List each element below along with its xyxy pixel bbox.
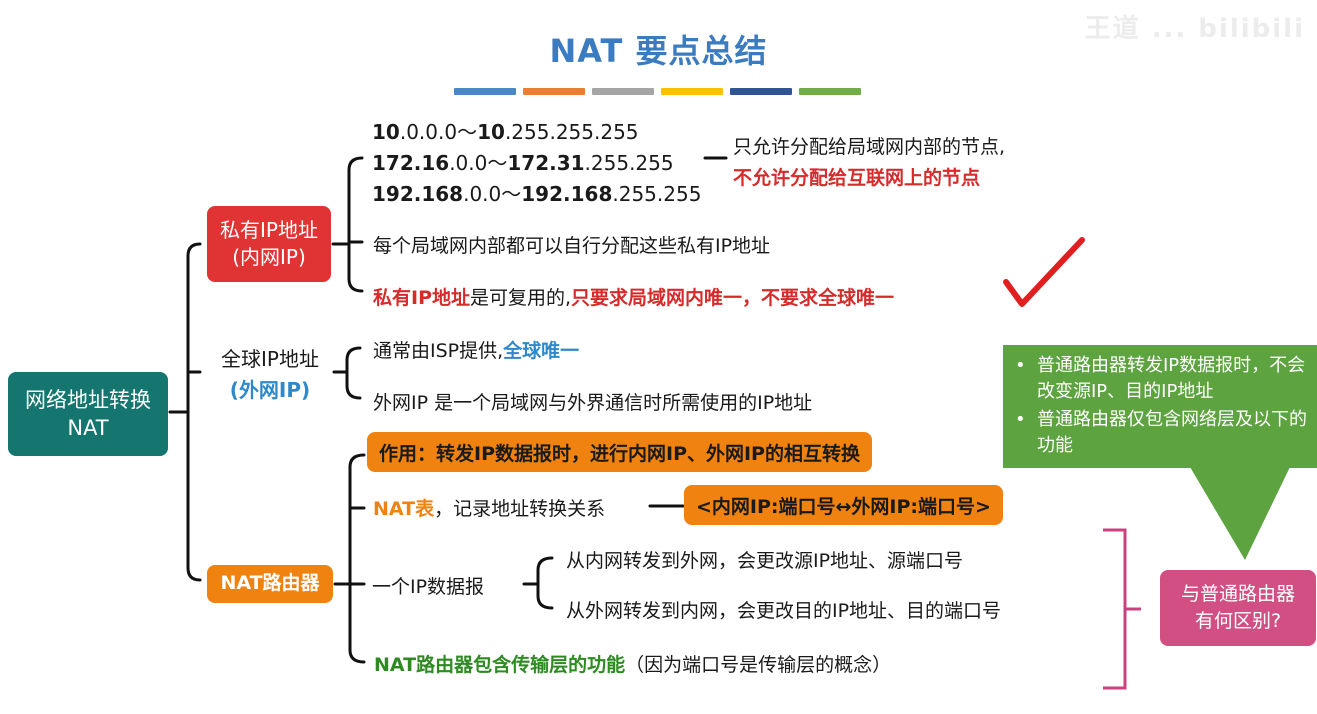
range-note-2: 不允许分配给互联网上的节点 bbox=[733, 167, 981, 189]
color-bar-1 bbox=[454, 88, 516, 95]
global-ip-node: 全球IP地址 (外网IP) bbox=[200, 344, 340, 406]
pink-bracket bbox=[1103, 528, 1141, 690]
callout-bullet-2: 普通路由器仅包含网络层及以下的功能 bbox=[1015, 407, 1313, 459]
question-line-1: 与普通路由器 bbox=[1180, 583, 1295, 606]
datagram-in: 从外网转发到内网，会更改目的IP地址、目的端口号 bbox=[566, 600, 1002, 622]
callout-tail bbox=[1190, 467, 1290, 560]
router-diff-callout: 普通路由器转发IP数据报时，不会改变源IP、目的IP地址 普通路由器仅包含网络层… bbox=[1003, 345, 1317, 468]
datagram-label: 一个IP数据报 bbox=[372, 576, 485, 598]
color-bar-2 bbox=[523, 88, 585, 95]
private-note-2: 每个局域网内部都可以自行分配这些私有IP地址 bbox=[373, 235, 771, 257]
root-line2: NAT bbox=[67, 416, 109, 440]
private-brace bbox=[331, 156, 364, 293]
ip-range-2: 172.16.0.0～172.31.255.255 bbox=[372, 151, 674, 175]
color-bar-4 bbox=[661, 88, 723, 95]
global-label-1: 全球IP地址 bbox=[221, 347, 319, 371]
root-brace bbox=[168, 242, 202, 582]
ip-range-3: 192.168.0.0～192.168.255.255 bbox=[372, 182, 702, 206]
range-note-1: 只允许分配给局域网内部的节点, bbox=[733, 136, 1006, 158]
nat-function-box: 作用：转发IP数据报时，进行内网IP、外网IP的相互转换 bbox=[367, 432, 872, 472]
datagram-out: 从内网转发到外网，会更改源IP地址、源端口号 bbox=[566, 550, 964, 572]
root-line1: 网络地址转换 bbox=[25, 387, 151, 412]
private-note-3: 私有IP地址是可复用的,只要求局域网内唯一，不要求全球唯一 bbox=[373, 287, 895, 309]
page-title: NAT 要点总结 bbox=[549, 32, 768, 70]
nat-router-node: NAT路由器 bbox=[207, 565, 333, 603]
datagram-brace bbox=[522, 556, 554, 610]
private-ip-node: 私有IP地址 (内网IP) bbox=[207, 206, 331, 282]
check-mark-icon bbox=[1003, 237, 1085, 307]
question-box: 与普通路由器有何区别? bbox=[1160, 570, 1316, 646]
watermark: 王道 ... bilibili bbox=[1084, 14, 1305, 44]
global-note-1: 通常由ISP提供,全球唯一 bbox=[373, 340, 580, 362]
global-brace bbox=[332, 346, 362, 400]
private-label-1: 私有IP地址 bbox=[220, 218, 318, 242]
root-node-nat: 网络地址转换 NAT bbox=[8, 372, 168, 456]
nat-table-text: NAT表，记录地址转换关系 bbox=[373, 498, 606, 520]
ip-range-1: 10.0.0.0～10.255.255.255 bbox=[372, 120, 639, 144]
nat-table-box: <内网IP:端口号↔外网IP:端口号> bbox=[684, 485, 1003, 525]
global-label-2: (外网IP) bbox=[229, 378, 311, 402]
nat-brace bbox=[333, 453, 366, 664]
color-bar-5 bbox=[730, 88, 792, 95]
nat-transport-text: NAT路由器包含传输层的功能（因为端口号是传输层的概念） bbox=[374, 654, 892, 676]
global-note-2: 外网IP 是一个局域网与外界通信时所需使用的IP地址 bbox=[373, 392, 813, 414]
callout-bullet-1: 普通路由器转发IP数据报时，不会改变源IP、目的IP地址 bbox=[1015, 353, 1313, 405]
color-bar-6 bbox=[799, 88, 861, 95]
color-bar-3 bbox=[592, 88, 654, 95]
question-line-2: 有何区别? bbox=[1194, 610, 1282, 632]
private-label-2: (内网IP) bbox=[232, 245, 306, 269]
